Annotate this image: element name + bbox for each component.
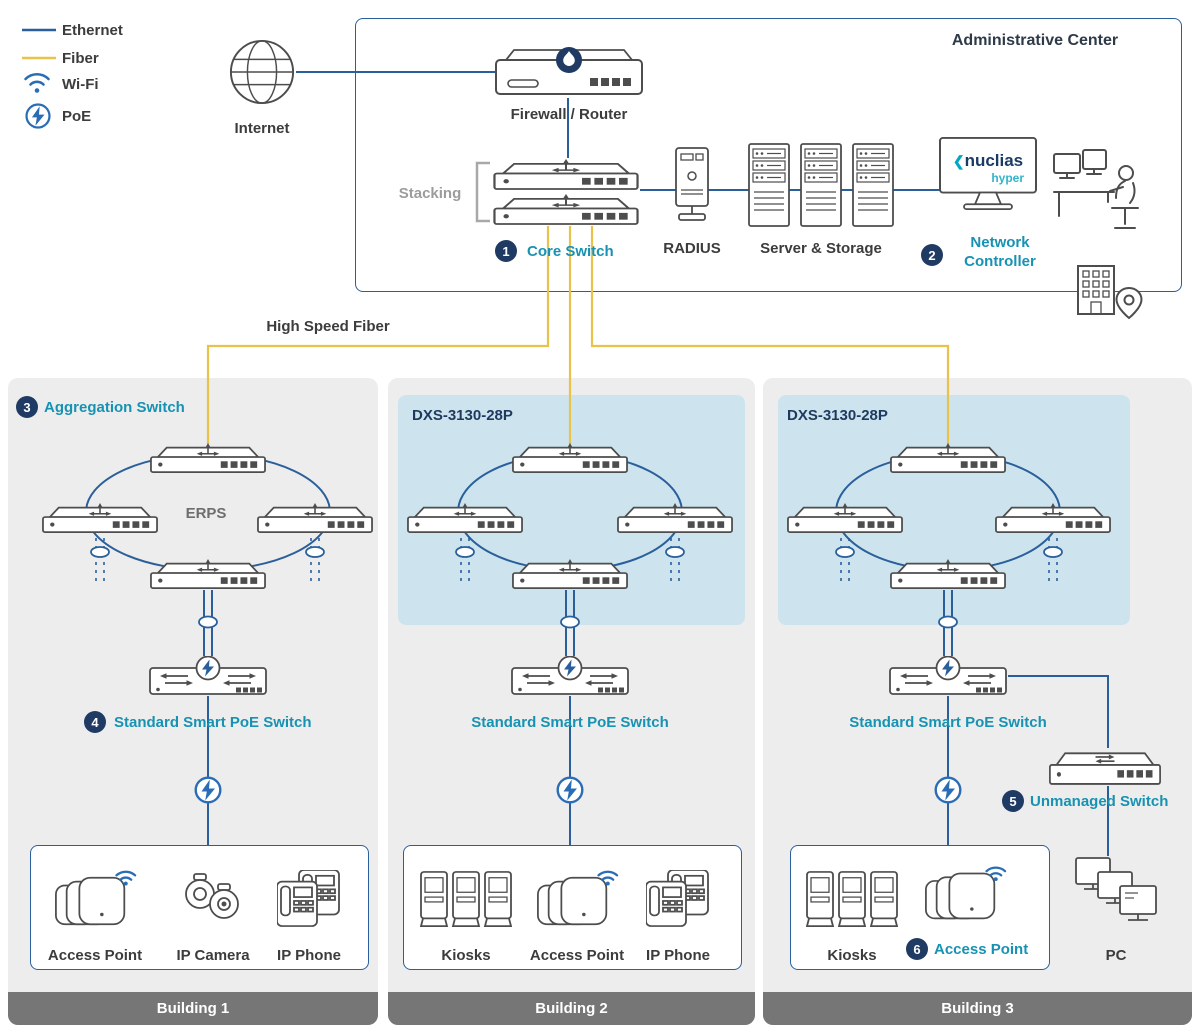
access-point-label: Access Point (47, 947, 143, 964)
admin-center-title: Administrative Center (951, 32, 1119, 49)
building3-footer-label: Building 3 (941, 1000, 1014, 1017)
poe-switch-label: Standard Smart PoE Switch (471, 714, 669, 731)
access-point-label: Access Point (529, 947, 625, 964)
aggregation-switch-icon (150, 442, 266, 474)
nuclias-brand: nuclias (964, 151, 1024, 170)
unmanaged-switch-label: Unmanaged Switch (1030, 793, 1169, 810)
core-switch-label: Core Switch (527, 243, 614, 260)
server-rack-icon (800, 143, 842, 227)
poe-switch-icon (889, 656, 1007, 695)
stacking-bracket (475, 161, 490, 223)
stacking-label: Stacking (398, 185, 462, 202)
ring-switch-icon (150, 558, 266, 590)
ring-switch-icon (890, 442, 1006, 474)
ring-switch-icon (512, 558, 628, 590)
building1-footer-label: Building 1 (156, 1000, 230, 1017)
server-storage-label: Server & Storage (760, 240, 882, 257)
high-speed-fiber-label: High Speed Fiber (266, 318, 390, 335)
firewall-router-label: Firewall / Router (510, 106, 628, 123)
radius-label: RADIUS (663, 240, 721, 257)
network-controller-badge: 2 (921, 244, 943, 266)
server-rack-icon (852, 143, 894, 227)
fiber-connections (206, 226, 950, 444)
pc-label: PC (1105, 947, 1127, 964)
kiosk-icon (420, 871, 512, 928)
unmanaged-switch-badge: 5 (1002, 790, 1024, 812)
kiosk-icon (806, 871, 898, 928)
ip-camera-label: IP Camera (176, 947, 250, 964)
internet-globe-icon (229, 39, 295, 105)
poe-icon (556, 776, 584, 804)
legend-ethernet-label: Ethernet (62, 22, 123, 39)
unmanaged-switch-icon (1048, 752, 1162, 785)
aggregation-switch-label: Aggregation Switch (44, 399, 185, 416)
core-switch-icon (493, 158, 639, 191)
nuclias-logo: ❮nuclias hyper (944, 151, 1032, 185)
admin-center-box (355, 18, 1182, 292)
dxs-model-label: DXS-3130-28P (787, 407, 888, 424)
ring-switch-icon (787, 502, 903, 534)
building-icon (1077, 265, 1143, 319)
server-rack-icon (748, 143, 790, 227)
poe-switch-label: Standard Smart PoE Switch (114, 714, 312, 731)
access-point-icon (54, 870, 137, 926)
core-switch-badge: 1 (495, 240, 517, 262)
building2-footer: Building 2 (388, 992, 755, 1025)
legend-fiber-label: Fiber (62, 50, 99, 67)
poe-switch-icon (511, 656, 629, 695)
ring-switch-icon (995, 502, 1111, 534)
ring-switch-icon (407, 502, 523, 534)
link-ellipses (90, 546, 1063, 629)
expansion-drops (95, 538, 1058, 586)
pc-icon (1075, 857, 1157, 921)
ip-phone-icon (646, 870, 709, 927)
erps-label: ERPS (185, 505, 227, 522)
building1-footer: Building 1 (8, 992, 378, 1025)
access-point-badge: 6 (906, 938, 928, 960)
access-point-label: Access Point (934, 941, 1029, 958)
admin-workstation-icon (1053, 149, 1139, 229)
poe-switch-icon (149, 656, 267, 695)
nuclias-sub: hyper (991, 171, 1024, 185)
core-switch-icon (493, 193, 639, 226)
ip-phone-label: IP Phone (646, 947, 710, 964)
ring-switch-icon (512, 442, 628, 474)
ring-switch-icon (42, 502, 158, 534)
kiosks-label: Kiosks (441, 947, 491, 964)
kiosks-label: Kiosks (827, 947, 877, 964)
ring-switch-icon (257, 502, 373, 534)
ip-phone-label: IP Phone (277, 947, 341, 964)
ip-phone-icon (277, 870, 340, 927)
network-controller-line2: Controller (964, 253, 1036, 270)
access-point-icon (924, 866, 1007, 920)
firewall-router-icon (495, 46, 643, 95)
network-controller-label: Network Controller (936, 233, 1064, 271)
ring-switch-icon (617, 502, 733, 534)
wifi-icon (24, 72, 50, 94)
ring-switch-icon (890, 558, 1006, 590)
network-controller-line1: Network (970, 234, 1030, 251)
nuclias-chevron-icon: ❮ (952, 153, 965, 169)
poe-icon (934, 776, 962, 804)
building3-footer: Building 3 (763, 992, 1192, 1025)
access-point-icon (536, 870, 619, 926)
aggregation-switch-badge: 3 (16, 396, 38, 418)
ip-camera-icon (185, 873, 239, 919)
internet-label: Internet (234, 120, 290, 137)
radius-server-icon (675, 147, 709, 221)
poe-switch-badge: 4 (84, 711, 106, 733)
poe-icon (194, 776, 222, 804)
building2-footer-label: Building 2 (535, 1000, 608, 1017)
legend-wifi-label: Wi-Fi (62, 76, 99, 93)
dxs-model-label: DXS-3130-28P (412, 407, 513, 424)
poe-switch-label: Standard Smart PoE Switch (849, 714, 1047, 731)
poe-icon (25, 103, 51, 129)
legend-poe-label: PoE (62, 108, 92, 125)
